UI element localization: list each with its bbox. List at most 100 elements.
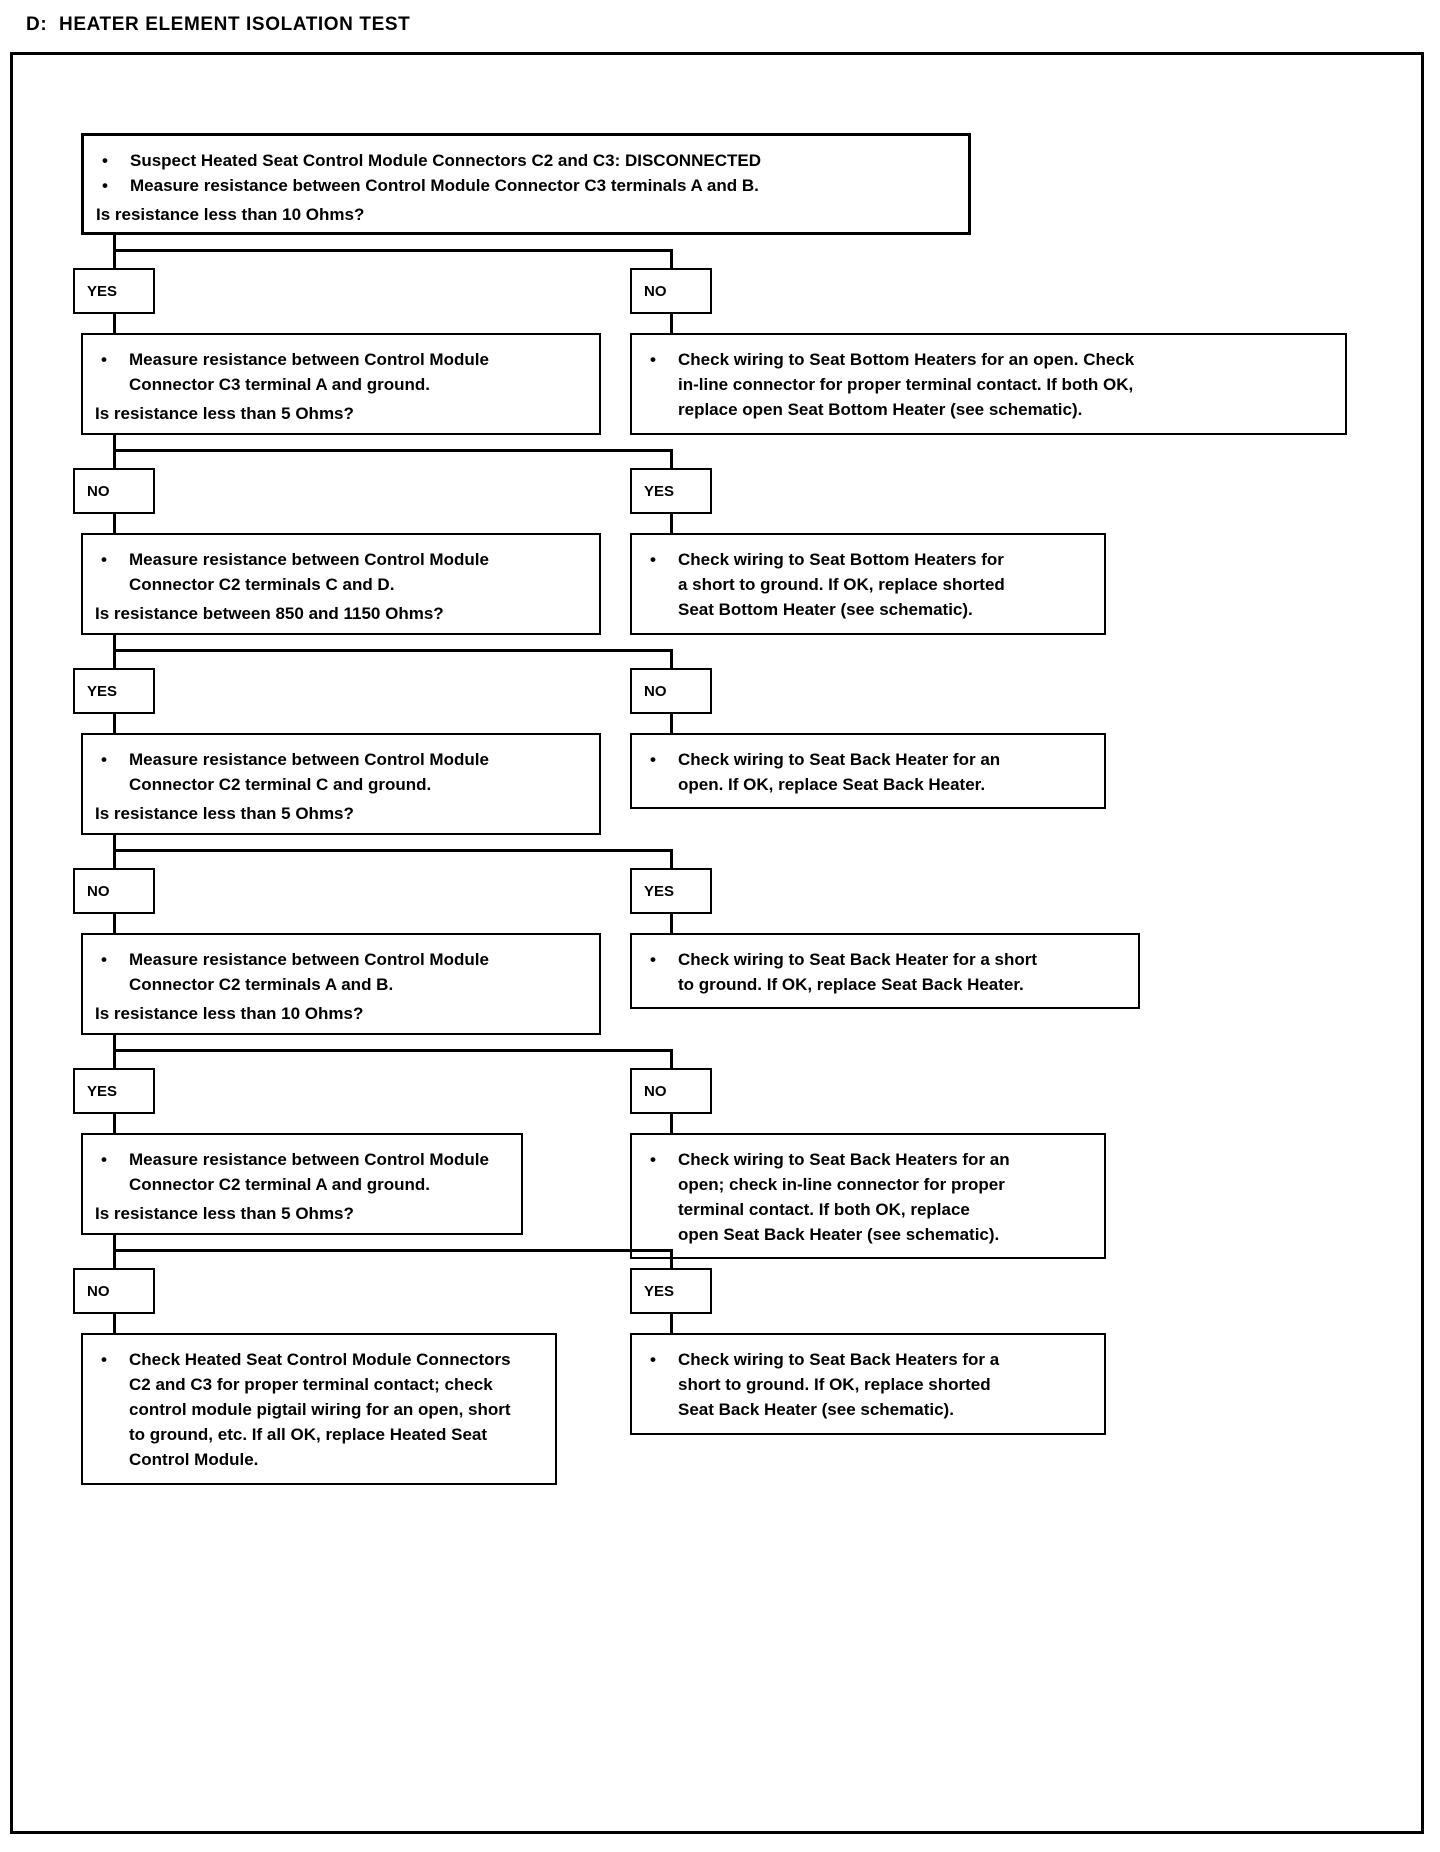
branch-no-6: NO — [73, 1268, 155, 1314]
connector-line — [113, 1035, 116, 1092]
node-result-4: • Check wiring to Seat Back Heater for a… — [630, 933, 1140, 1009]
connector-line — [113, 235, 116, 292]
bullet-text: Measure resistance between Control Modul… — [129, 550, 489, 594]
question-text: Is resistance less than 10 Ohms? — [96, 205, 365, 224]
branch-label: YES — [644, 1282, 675, 1300]
branch-no-2: NO — [73, 468, 155, 514]
node-step-6: • Measure resistance between Control Mod… — [81, 1133, 523, 1235]
bullet-item: • Measure resistance between Control Mod… — [93, 347, 589, 397]
node-result-5: • Check wiring to Seat Back Heaters for … — [630, 1133, 1106, 1259]
node-step-4: • Measure resistance between Control Mod… — [81, 733, 601, 835]
connector-line — [113, 314, 116, 336]
connector-line — [113, 1235, 116, 1292]
bullet-item: • Check wiring to Seat Bottom Heaters fo… — [642, 347, 1335, 422]
page-title: D: HEATER ELEMENT ISOLATION TEST — [26, 14, 411, 35]
connector-line — [113, 1114, 116, 1136]
bullet-dot: • — [650, 750, 656, 769]
branch-label: NO — [644, 682, 667, 700]
branch-label: NO — [644, 282, 667, 300]
connector-line — [113, 635, 116, 692]
flowchart-frame: • Suspect Heated Seat Control Module Con… — [10, 52, 1424, 1834]
bullet-text: Measure resistance between Control Modul… — [130, 176, 759, 195]
node-start-test: • Suspect Heated Seat Control Module Con… — [81, 133, 971, 235]
bullet-text: Check wiring to Seat Back Heater for a s… — [678, 950, 1037, 994]
branch-label: NO — [87, 882, 110, 900]
bullet-item: • Check wiring to Seat Back Heaters for … — [642, 1147, 1094, 1247]
bullet-text: Check wiring to Seat Back Heater for an … — [678, 750, 1001, 794]
connector-line — [670, 1314, 673, 1336]
branch-yes-5: YES — [73, 1068, 155, 1114]
branch-yes-3: YES — [73, 668, 155, 714]
branch-label: NO — [87, 1282, 110, 1300]
branch-label: NO — [87, 482, 110, 500]
bullet-dot: • — [650, 1350, 656, 1369]
branch-label: YES — [87, 682, 118, 700]
bullet-dot: • — [101, 550, 107, 569]
bullet-text: Measure resistance between Control Modul… — [129, 750, 489, 794]
branch-label: YES — [87, 1082, 118, 1100]
question-text: Is resistance less than 5 Ohms? — [95, 804, 354, 823]
bullet-text: Check wiring to Seat Bottom Heaters for … — [678, 350, 1135, 419]
branch-yes-1: YES — [73, 268, 155, 314]
bullet-text: Check wiring to Seat Bottom Heaters for … — [678, 550, 1005, 619]
bullet-item: • Measure resistance between Control Mod… — [93, 1147, 511, 1197]
bullet-item: • Check Heated Seat Control Module Conne… — [93, 1347, 545, 1472]
connector-line — [113, 1249, 673, 1252]
node-result-1: • Check wiring to Seat Bottom Heaters fo… — [630, 333, 1347, 435]
node-result-2: • Check wiring to Seat Bottom Heaters fo… — [630, 533, 1106, 635]
branch-no-1: NO — [630, 268, 712, 314]
bullet-dot: • — [650, 1150, 656, 1169]
branch-label: YES — [644, 882, 675, 900]
question-text: Is resistance between 850 and 1150 Ohms? — [95, 604, 444, 623]
bullet-text: Measure resistance between Control Modul… — [129, 350, 489, 394]
bullet-item: • Measure resistance between Control Mod… — [93, 947, 589, 997]
connector-line — [670, 514, 673, 536]
bullet-item: • Measure resistance between Control Mod… — [94, 173, 958, 198]
connector-line — [670, 714, 673, 736]
branch-yes-6: YES — [630, 1268, 712, 1314]
bullet-dot: • — [650, 350, 656, 369]
bullet-dot: • — [102, 176, 108, 195]
bullet-dot: • — [101, 1150, 107, 1169]
bullet-dot: • — [101, 750, 107, 769]
bullet-dot: • — [101, 950, 107, 969]
connector-line — [670, 314, 673, 336]
bullet-item: • Check wiring to Seat Bottom Heaters fo… — [642, 547, 1094, 622]
bullet-text: Suspect Heated Seat Control Module Conne… — [130, 151, 761, 170]
connector-line — [113, 435, 116, 492]
bullet-item: • Check wiring to Seat Back Heater for a… — [642, 747, 1094, 797]
connector-line — [113, 914, 116, 936]
bullet-text: Measure resistance between Control Modul… — [129, 950, 489, 994]
bullet-dot: • — [650, 950, 656, 969]
node-result-3: • Check wiring to Seat Back Heater for a… — [630, 733, 1106, 809]
question-text: Is resistance less than 10 Ohms? — [95, 1004, 364, 1023]
branch-label: NO — [644, 1082, 667, 1100]
node-final-left: • Check Heated Seat Control Module Conne… — [81, 1333, 557, 1485]
question-text: Is resistance less than 5 Ohms? — [95, 404, 354, 423]
bullet-item: • Measure resistance between Control Mod… — [93, 747, 589, 797]
connector-line — [113, 835, 116, 892]
connector-line — [113, 1049, 673, 1052]
bullet-dot: • — [102, 151, 108, 170]
branch-yes-2: YES — [630, 468, 712, 514]
connector-line — [113, 514, 116, 536]
node-step-2: • Measure resistance between Control Mod… — [81, 333, 601, 435]
branch-yes-4: YES — [630, 868, 712, 914]
connector-line — [113, 849, 673, 852]
bullet-item: • Check wiring to Seat Back Heaters for … — [642, 1347, 1094, 1422]
bullet-item: • Check wiring to Seat Back Heater for a… — [642, 947, 1128, 997]
connector-line — [113, 449, 673, 452]
branch-no-5: NO — [630, 1068, 712, 1114]
bullet-dot: • — [101, 1350, 107, 1369]
branch-no-4: NO — [73, 868, 155, 914]
connector-line — [113, 1314, 116, 1336]
bullet-text: Check wiring to Seat Back Heaters for an… — [678, 1150, 1010, 1244]
node-step-3: • Measure resistance between Control Mod… — [81, 533, 601, 635]
node-step-5: • Measure resistance between Control Mod… — [81, 933, 601, 1035]
branch-label: YES — [87, 282, 118, 300]
bullet-text: Check wiring to Seat Back Heaters for a … — [678, 1350, 1000, 1419]
connector-line — [670, 1114, 673, 1136]
node-result-6: • Check wiring to Seat Back Heaters for … — [630, 1333, 1106, 1435]
bullet-item: • Measure resistance between Control Mod… — [93, 547, 589, 597]
bullet-text: Check Heated Seat Control Module Connect… — [129, 1350, 511, 1469]
